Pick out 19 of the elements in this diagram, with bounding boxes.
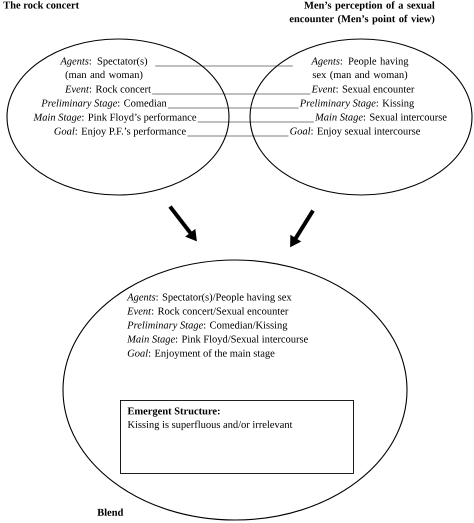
text-line: Goal: Enjoyment of the main stage <box>128 349 274 359</box>
slot-text: Event: Rock concert <box>64 85 151 93</box>
slot-text: Main Stage: Pink Floyd’s performance <box>33 113 196 123</box>
heading: Blend <box>97 508 124 516</box>
text-box: Emergent Structure: Kissing is superfluous and/or irrelevant <box>120 400 354 474</box>
slot-text: Agents: People having sex (man and woman) <box>310 57 408 80</box>
slot-text: Main Stage: Sexual intercourse <box>314 113 447 123</box>
slot-text: Agents: Spectator(s) (man and woman) <box>60 57 148 80</box>
heading: Men’s perception of a sexual encounter (Men’s point of view) <box>290 1 435 24</box>
text-line: Event: Rock concert/Sexual encounter <box>127 307 288 315</box>
slot-text: Goal: Enjoy sexual intercourse <box>290 127 420 137</box>
text-line: Agents: Spectator(s)/People having sex <box>126 293 292 303</box>
heading: The rock concert <box>3 1 80 9</box>
text-line: Main Stage: Pink Floyd/Sexual intercourse <box>127 335 308 345</box>
slot-text: Event: Sexual encounter <box>312 85 414 93</box>
slot-text: Preliminary Stage: Comedian <box>41 99 167 109</box>
slot-text: Preliminary Stage: Kissing <box>300 99 414 109</box>
slot-text: Goal: Enjoy P.F.’s performance <box>54 127 186 137</box>
text-line: Preliminary Stage: Comedian/Kissing <box>127 321 288 331</box>
